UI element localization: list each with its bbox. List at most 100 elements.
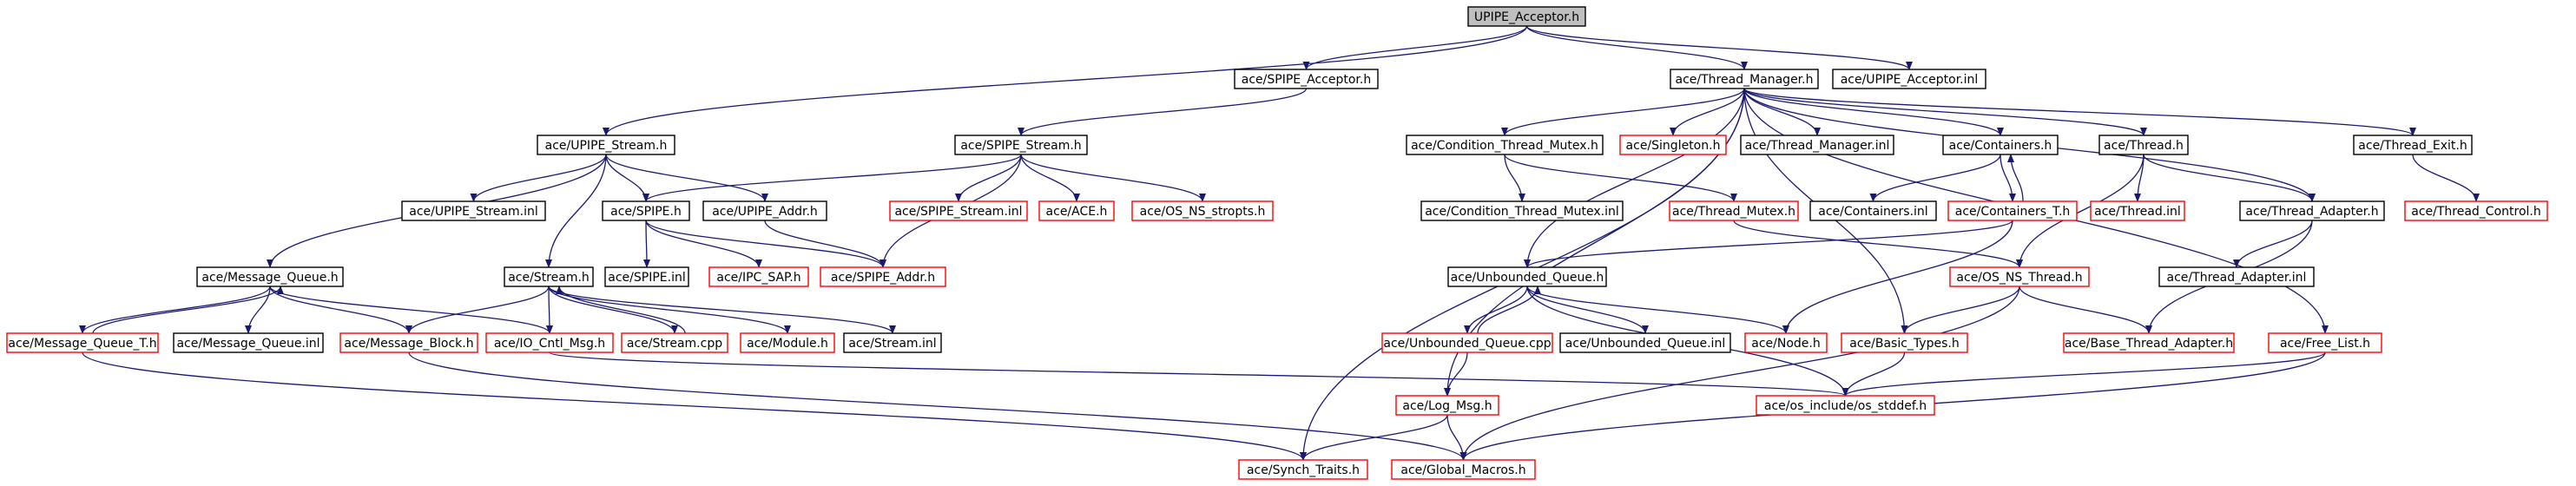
node-cond-thread-mutex-h[interactable]: ace/Condition_Thread_Mutex.h (1406, 135, 1604, 155)
node-log-msg-h[interactable]: ace/Log_Msg.h (1395, 395, 1499, 416)
node-thread-mutex-h[interactable]: ace/Thread_Mutex.h (1669, 200, 1799, 221)
node-label: ace/SPIPE_Stream.inl (894, 205, 1022, 219)
edge-stream_h-to-stream_inl (548, 286, 896, 334)
node-unbounded-queue-h[interactable]: ace/Unbounded_Queue.h (1447, 266, 1607, 287)
edge-spipe_h-to-ipc_sap_h (645, 220, 762, 268)
node-box (1669, 200, 1799, 221)
node-thread-exit-h[interactable]: ace/Thread_Exit.h (2353, 135, 2473, 155)
node-message-queue-t-h[interactable]: ace/Message_Queue_T.h (6, 332, 159, 353)
node-module-h[interactable]: ace/Module.h (740, 332, 835, 353)
node-upipe-acceptor-h[interactable]: UPIPE_Acceptor.h (1467, 6, 1586, 27)
node-containers-h[interactable]: ace/Containers.h (1942, 135, 2059, 155)
node-label: ace/SPIPE_Stream.h (960, 139, 1081, 153)
node-thread-adapter-h[interactable]: ace/Thread_Adapter.h (2239, 200, 2385, 221)
node-label: ace/IO_Cntl_Msg.h (494, 337, 605, 351)
edge-message_queue_h-to-message_block_h (269, 286, 412, 334)
edge-io_cntl_msg_h-to-os_stddef_h (549, 351, 1848, 397)
node-label: ace/UPIPE_Acceptor.inl (1841, 73, 1979, 87)
node-thread-manager-inl[interactable]: ace/Thread_Manager.inl (1740, 135, 1894, 155)
node-box (485, 332, 614, 353)
edge-thread_manager_h-to-containers_h (1743, 88, 2004, 136)
node-upipe-addr-h[interactable]: ace/UPIPE_Addr.h (702, 200, 827, 221)
node-synch-traits-h[interactable]: ace/Synch_Traits.h (1238, 459, 1368, 480)
node-label: UPIPE_Acceptor.h (1474, 10, 1579, 24)
edge-containers_t_h-to-unbounded_queue_h (1524, 220, 2013, 268)
node-base-thread-adapter-h[interactable]: ace/Base_Thread_Adapter.h (2063, 332, 2235, 353)
node-spipe-stream-inl[interactable]: ace/SPIPE_Stream.inl (889, 200, 1028, 221)
node-label: ace/Global_Macros.h (1400, 463, 1525, 477)
node-os-ns-stropts-h[interactable]: ace/OS_NS_stropts.h (1131, 200, 1274, 221)
node-message-block-h[interactable]: ace/Message_Block.h (339, 332, 478, 353)
node-thread-control-h[interactable]: ace/Thread_Control.h (2404, 200, 2548, 221)
node-cond-thread-mutex-inl[interactable]: ace/Condition_Thread_Mutex.inl (1420, 200, 1624, 221)
edge-free_list_h-to-os_stddef_h (1841, 351, 2326, 397)
node-upipe-acceptor-inl[interactable]: ace/UPIPE_Acceptor.inl (1832, 69, 1986, 89)
node-box (6, 332, 159, 353)
edge-thread_manager_h-to-unbounded_queue_h (1524, 88, 1745, 268)
node-upipe-stream-h[interactable]: ace/UPIPE_Stream.h (537, 135, 675, 155)
node-box (1559, 332, 1731, 353)
node-upipe-stream-inl[interactable]: ace/UPIPE_Stream.inl (401, 200, 546, 221)
edge-spipe_acceptor_h-to-spipe_stream_h (1018, 88, 1308, 136)
edge-unbounded_queue_cpp-to-log_msg_h (1444, 351, 1468, 397)
node-box (1391, 459, 1536, 480)
edge-os_ns_thread_h-to-global_macros_h (1459, 286, 2020, 461)
node-label: ace/Free_List.h (2280, 337, 2370, 351)
node-global-macros-h[interactable]: ace/Global_Macros.h (1391, 459, 1536, 480)
edge-os_ns_thread_h-to-base_thread_adapter_h (2019, 286, 2152, 334)
node-label: ace/Base_Thread_Adapter.h (2065, 337, 2233, 351)
node-containers-inl[interactable]: ace/Containers.inl (1809, 200, 1937, 221)
node-label: ace/Thread_Exit.h (2358, 139, 2467, 153)
node-box (604, 266, 689, 287)
node-os-ns-thread-h[interactable]: ace/OS_NS_Thread.h (1949, 266, 2090, 287)
node-thread-h[interactable]: ace/Thread.h (2098, 135, 2189, 155)
node-label: ace/Message_Queue.inl (176, 337, 320, 351)
edge-spipe_stream_h-to-spipe_stream_inl (955, 154, 1022, 202)
node-basic-types-h[interactable]: ace/Basic_Types.h (1841, 332, 1968, 353)
node-label: ace/Stream.h (508, 271, 590, 285)
node-label: ace/Message_Queue_T.h (8, 337, 156, 351)
node-thread-manager-h[interactable]: ace/Thread_Manager.h (1670, 69, 1819, 89)
node-label: ace/Log_Msg.h (1402, 399, 1492, 413)
node-spipe-acceptor-h[interactable]: ace/SPIPE_Acceptor.h (1234, 69, 1379, 89)
node-stream-cpp[interactable]: ace/Stream.cpp (621, 332, 728, 353)
node-stream-h[interactable]: ace/Stream.h (504, 266, 594, 287)
node-io-cntl-msg-h[interactable]: ace/IO_Cntl_Msg.h (485, 332, 614, 353)
edge-unbounded_queue_h-to-unbounded_queue_inl (1526, 286, 1649, 334)
node-unbounded-queue-cpp[interactable]: ace/Unbounded_Queue.cpp (1381, 332, 1553, 353)
node-message-queue-inl[interactable]: ace/Message_Queue.inl (173, 332, 324, 353)
node-free-list-h[interactable]: ace/Free_List.h (2268, 332, 2382, 353)
node-box (1420, 200, 1624, 221)
node-box (1131, 200, 1274, 221)
node-ace-h[interactable]: ace/ACE.h (1038, 200, 1115, 221)
edge-message_block_h-to-global_macros_h (408, 351, 1467, 461)
node-thread-adapter-inl[interactable]: ace/Thread_Adapter.inl (2158, 266, 2315, 287)
node-box (740, 332, 835, 353)
node-label: ace/UPIPE_Stream.h (545, 139, 668, 153)
node-box (1841, 332, 1968, 353)
node-ipc-sap-h[interactable]: ace/IPC_SAP.h (708, 266, 809, 287)
node-spipe-inl[interactable]: ace/SPIPE.inl (604, 266, 689, 287)
node-spipe-h[interactable]: ace/SPIPE.h (602, 200, 690, 221)
node-box (1467, 6, 1586, 27)
node-os-stddef-h[interactable]: ace/os_include/os_stddef.h (1756, 395, 1935, 416)
node-box (1670, 69, 1819, 89)
node-unbounded-queue-inl[interactable]: ace/Unbounded_Queue.inl (1559, 332, 1731, 353)
node-box (1756, 395, 1935, 416)
node-singleton-h[interactable]: ace/Singleton.h (1619, 135, 1727, 155)
node-thread-inl[interactable]: ace/Thread.inl (2090, 200, 2185, 221)
node-spipe-stream-h[interactable]: ace/SPIPE_Stream.h (954, 135, 1088, 155)
node-stream-inl[interactable]: ace/Stream.inl (843, 332, 942, 353)
node-box (1949, 266, 2090, 287)
node-containers-t-h[interactable]: ace/Containers_T.h (1947, 200, 2078, 221)
edge-containers_h-to-containers_inl (1869, 154, 2001, 202)
edge-upipe_acceptor_h-to-upipe_stream_h (603, 25, 1528, 136)
edge-containers_t_h-to-containers_h (2007, 154, 2024, 202)
edge-thread_manager_h-to-thread_exit_h (1743, 88, 2416, 136)
node-spipe-addr-h[interactable]: ace/SPIPE_Addr.h (820, 266, 946, 287)
node-message-queue-h[interactable]: ace/Message_Queue.h (196, 266, 344, 287)
edge-stream_h-to-message_block_h (405, 286, 550, 334)
node-node-h[interactable]: ace/Node.h (1744, 332, 1828, 353)
node-label: ace/SPIPE_Acceptor.h (1242, 73, 1371, 87)
